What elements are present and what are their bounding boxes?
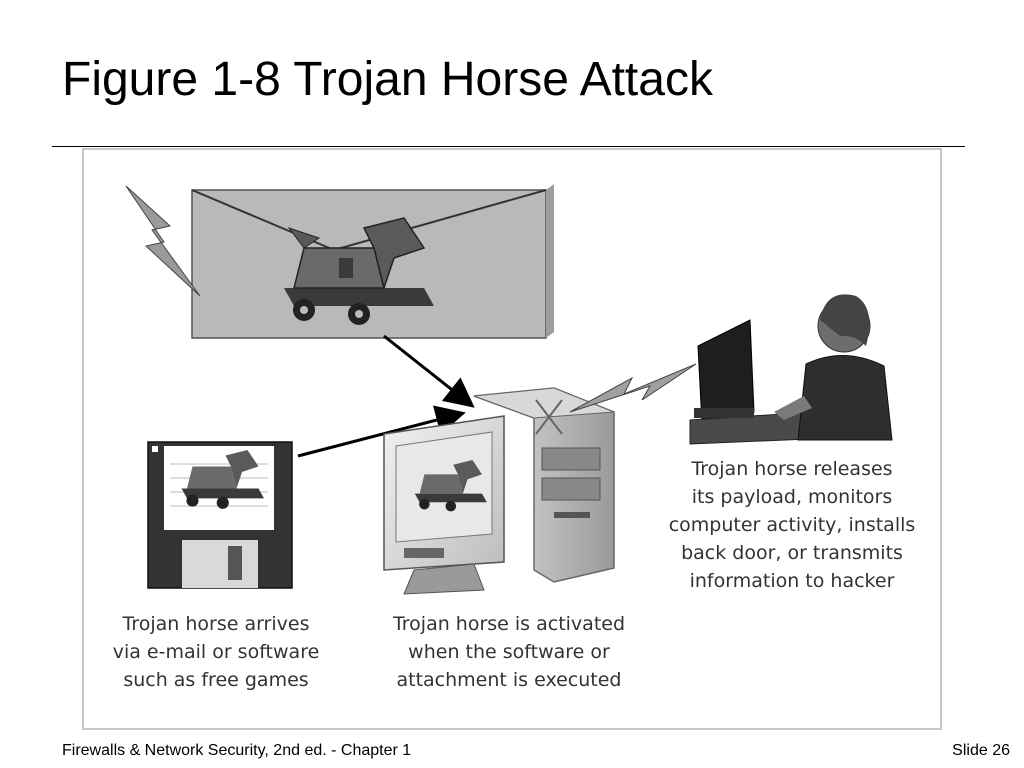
title-divider xyxy=(52,146,965,147)
hacker-at-computer-icon xyxy=(689,294,893,445)
footer-course-title: Firewalls & Network Security, 2nd ed. - … xyxy=(62,742,412,759)
slide-title: Figure 1-8 Trojan Horse Attack xyxy=(62,53,713,106)
lightning-bolt-icon xyxy=(569,363,697,413)
floppy-disk-icon xyxy=(147,441,293,589)
caption-trojan-payload: Trojan horse releases its payload, monit… xyxy=(668,458,916,592)
trojan-attack-figure: Trojan horse arrives via e-mail or softw… xyxy=(82,148,942,730)
lightning-bolt-icon xyxy=(125,185,201,297)
email-to-computer-arrow xyxy=(383,334,475,408)
disk-to-computer-arrow xyxy=(297,405,466,458)
caption-trojan-activated: Trojan horse is activated when the softw… xyxy=(392,613,626,691)
desktop-computer-icon xyxy=(383,387,615,595)
trojan-horse-icon xyxy=(284,217,434,325)
figure-illustration xyxy=(125,184,893,595)
caption-trojan-arrives: Trojan horse arrives via e-mail or softw… xyxy=(112,613,320,691)
footer-slide-number: Slide 26 xyxy=(952,742,1010,759)
